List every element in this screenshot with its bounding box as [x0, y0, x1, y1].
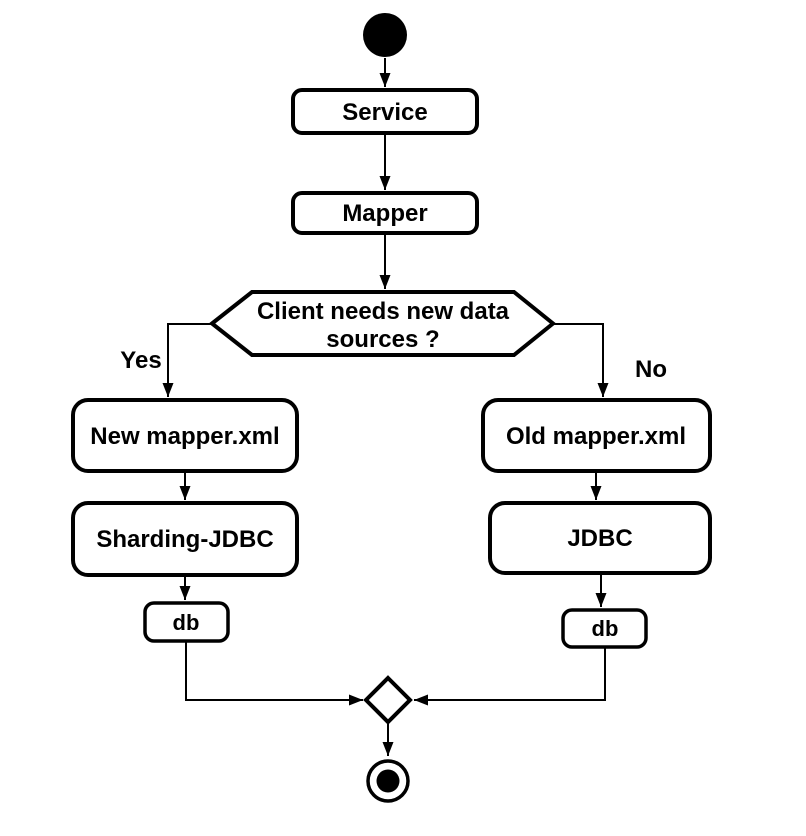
merge-diamond [363, 675, 413, 725]
edge-decision-no [553, 323, 609, 397]
node-db-left-label: db [173, 610, 200, 635]
node-sharding-jdbc-label: Sharding-JDBC [96, 526, 273, 553]
edge-dbleft-to-merge [185, 642, 363, 706]
node-db-right-label: db [592, 616, 619, 641]
edge-decision-yes [162, 323, 212, 397]
node-db-right [561, 608, 648, 649]
final-node-inner [376, 769, 400, 793]
edge-label-no: No [635, 356, 667, 383]
node-new-mapper-xml-label: New mapper.xml [90, 423, 279, 450]
node-jdbc-label: JDBC [567, 525, 632, 552]
node-old-mapper-xml [481, 398, 712, 473]
node-jdbc [488, 501, 712, 575]
edge-dbright-to-merge [414, 648, 606, 706]
node-new-mapper-xml [71, 398, 299, 473]
edge-label-yes: Yes [120, 347, 161, 374]
node-service [291, 88, 479, 135]
node-mapper [291, 191, 479, 235]
decision-hexagon [208, 290, 557, 357]
node-sharding-jdbc [71, 501, 299, 577]
node-db-left [143, 601, 230, 643]
decision-label-line2: sources ? [326, 326, 439, 353]
initial-node [363, 13, 407, 57]
node-old-mapper-xml-label: Old mapper.xml [506, 423, 686, 450]
node-mapper-label: Mapper [342, 200, 427, 227]
node-service-label: Service [342, 99, 427, 126]
decision-label-line1: Client needs new data [257, 298, 510, 325]
